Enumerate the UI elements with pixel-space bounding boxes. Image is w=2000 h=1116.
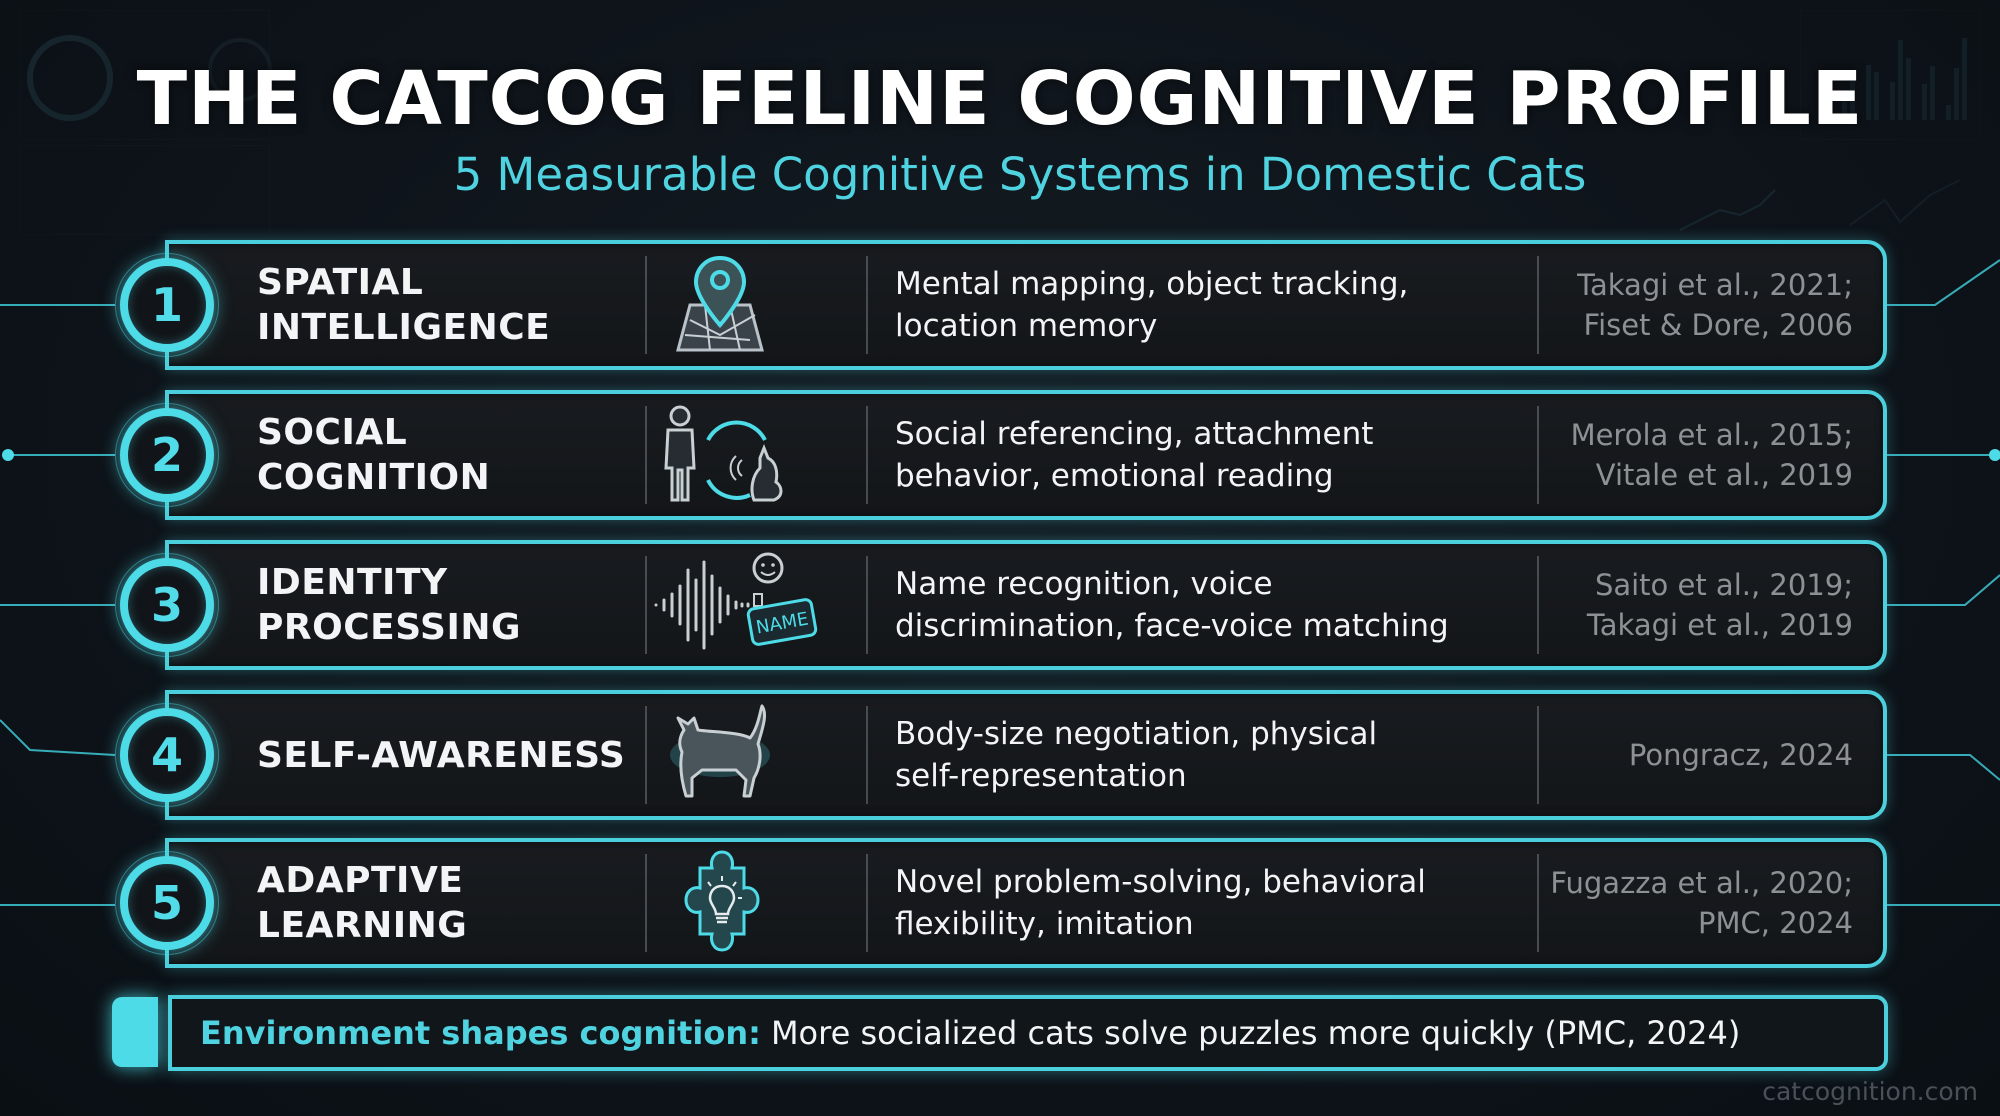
citation-line2: PMC, 2024 bbox=[1698, 906, 1853, 940]
citation-line2: Vitale et al., 2019 bbox=[1595, 458, 1853, 492]
person-cat-interaction-icon bbox=[645, 400, 795, 510]
description-line1: Novel problem-solving, behavioral bbox=[895, 864, 1426, 900]
column-divider bbox=[1537, 706, 1539, 804]
column-divider bbox=[866, 256, 868, 354]
citation-line1: Saito et al., 2019; bbox=[1594, 568, 1853, 602]
system-card bbox=[165, 540, 1887, 670]
system-row-self-awareness: 4 SELF-AWARENESS Body-size negotiation, … bbox=[115, 690, 1887, 820]
puzzle-lightbulb-icon bbox=[645, 848, 795, 958]
description-line2: self-representation bbox=[895, 758, 1187, 794]
system-citation: Fugazza et al., 2020; PMC, 2024 bbox=[1523, 838, 1853, 968]
system-citation: Takagi et al., 2021; Fiset & Dore, 2006 bbox=[1523, 240, 1853, 370]
badge-ring bbox=[115, 403, 219, 507]
system-name-line2: COGNITION bbox=[257, 457, 491, 498]
description-line2: location memory bbox=[895, 308, 1158, 344]
number-badge: 4 bbox=[120, 708, 214, 802]
citation-line2: Takagi et al., 2019 bbox=[1586, 608, 1853, 642]
system-name-line1: ADAPTIVE bbox=[257, 860, 464, 901]
badge-ring bbox=[115, 253, 219, 357]
number-badge: 2 bbox=[120, 408, 214, 502]
system-description: Social referencing, attachment behavior, … bbox=[895, 390, 1515, 520]
callout-frame: Environment shapes cognition: More socia… bbox=[168, 995, 1888, 1071]
system-card bbox=[165, 838, 1887, 968]
description-line2: discrimination, face-voice matching bbox=[895, 608, 1449, 644]
description-line2: flexibility, imitation bbox=[895, 906, 1194, 942]
citation-line1: Takagi et al., 2021; bbox=[1577, 268, 1853, 302]
system-citation: Merola et al., 2015; Vitale et al., 2019 bbox=[1523, 390, 1853, 520]
description-line1: Body-size negotiation, physical bbox=[895, 716, 1378, 752]
system-name-line1: SELF-AWARENESS bbox=[257, 734, 626, 776]
badge-ring bbox=[115, 851, 219, 955]
column-divider bbox=[645, 854, 647, 952]
description-line1: Name recognition, voice bbox=[895, 566, 1273, 602]
column-divider bbox=[645, 706, 647, 804]
site-watermark: catcognition.com bbox=[1762, 1077, 1978, 1106]
citation-line1: Pongracz, 2024 bbox=[1628, 738, 1853, 772]
page-title: THE CATCOG FELINE COGNITIVE PROFILE bbox=[136, 56, 1864, 142]
system-name-line1: IDENTITY bbox=[257, 562, 448, 603]
system-card bbox=[165, 390, 1887, 520]
callout-lead: Environment shapes cognition: bbox=[200, 1014, 761, 1052]
system-name-line2: PROCESSING bbox=[257, 607, 522, 648]
column-divider bbox=[866, 706, 868, 804]
system-citation: Pongracz, 2024 bbox=[1523, 690, 1853, 820]
number-badge: 1 bbox=[120, 258, 214, 352]
description-line1: Mental mapping, object tracking, bbox=[895, 266, 1409, 302]
column-divider bbox=[645, 406, 647, 504]
system-name: SELF-AWARENESS bbox=[257, 690, 677, 820]
system-description: Body-size negotiation, physical self-repr… bbox=[895, 690, 1515, 820]
column-divider bbox=[645, 556, 647, 654]
citation-line1: Fugazza et al., 2020; bbox=[1550, 866, 1853, 900]
environment-callout: Environment shapes cognition: More socia… bbox=[112, 995, 1888, 1071]
system-description: Name recognition, voice discrimination, f… bbox=[895, 540, 1515, 670]
column-divider bbox=[1537, 406, 1539, 504]
callout-text: More socialized cats solve puzzles more … bbox=[770, 1014, 1741, 1052]
citation-line1: Merola et al., 2015; bbox=[1570, 418, 1853, 452]
system-card bbox=[165, 690, 1887, 820]
column-divider bbox=[1537, 556, 1539, 654]
citation-line2: Fiset & Dore, 2006 bbox=[1583, 308, 1853, 342]
system-description: Mental mapping, object tracking, location… bbox=[895, 240, 1515, 370]
column-divider bbox=[866, 406, 868, 504]
system-card bbox=[165, 240, 1887, 370]
description-line2: behavior, emotional reading bbox=[895, 458, 1334, 494]
number-badge: 3 bbox=[120, 558, 214, 652]
column-divider bbox=[866, 854, 868, 952]
system-name-line1: SPATIAL bbox=[257, 262, 424, 303]
system-name-line2: INTELLIGENCE bbox=[257, 307, 551, 348]
voice-name-tag-icon: NAME bbox=[650, 550, 820, 660]
column-divider bbox=[866, 556, 868, 654]
description-line1: Social referencing, attachment bbox=[895, 416, 1374, 452]
column-divider bbox=[1537, 854, 1539, 952]
system-citation: Saito et al., 2019; Takagi et al., 2019 bbox=[1523, 540, 1853, 670]
column-divider bbox=[645, 256, 647, 354]
system-description: Novel problem-solving, behavioral flexibi… bbox=[895, 838, 1515, 968]
system-name-line2: LEARNING bbox=[257, 905, 468, 946]
number-badge: 5 bbox=[120, 856, 214, 950]
column-divider bbox=[1537, 256, 1539, 354]
callout-accent-bar bbox=[112, 997, 158, 1067]
badge-ring bbox=[115, 553, 219, 657]
cat-silhouette-icon bbox=[645, 700, 795, 810]
badge-ring bbox=[115, 703, 219, 807]
map-pin-icon bbox=[645, 250, 795, 360]
system-name-line1: SOCIAL bbox=[257, 412, 408, 453]
page-subtitle: 5 Measurable Cognitive Systems in Domest… bbox=[453, 148, 1587, 201]
